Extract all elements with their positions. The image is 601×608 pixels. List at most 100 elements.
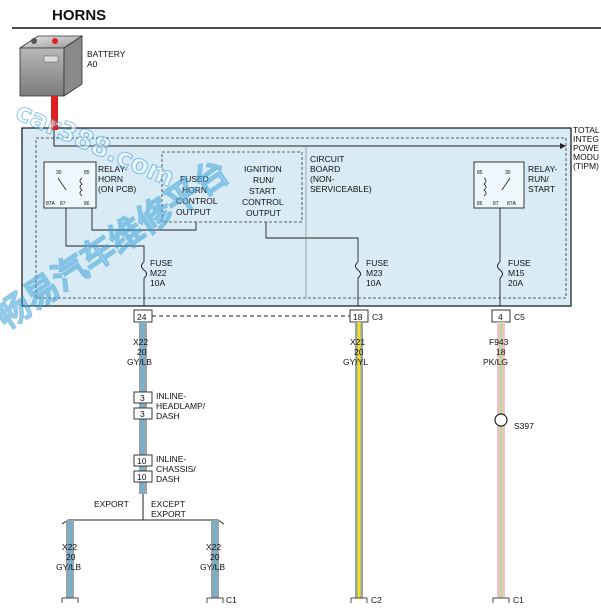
svg-text:FUSE: FUSE [150,258,173,268]
svg-text:CHASSIS/: CHASSIS/ [156,464,196,474]
inline-headlamp-dash-label: INLINE- HEADLAMP/ DASH [156,391,206,421]
svg-text:20: 20 [354,347,364,357]
fuse-m15-icon [497,261,503,279]
bottom-connector-c1b-label: C1 [513,595,524,603]
svg-text:BOARD: BOARD [310,164,340,174]
svg-text:CONTROL: CONTROL [176,196,218,206]
svg-text:10: 10 [137,456,147,466]
fused-horn-output-label: FUSED HORN CONTROL OUTPUT [176,174,218,217]
svg-text:PK/LG: PK/LG [483,357,508,367]
tipm-label: TOTAL INTEG POWE MODU (TIPM) [573,125,600,171]
wire-x22-label: X22 20 GY/LB [127,337,152,367]
svg-text:GY/LB: GY/LB [127,357,152,367]
relay-horn: 30 85 87A 87 86 [43,161,97,209]
svg-text:POWE: POWE [573,143,599,153]
fuse-m22-label: FUSE M22 10A [150,258,173,288]
connector-c5-label: C5 [514,312,525,322]
inline-chassis-dash-label: INLINE- CHASSIS/ DASH [156,454,196,484]
svg-text:X22: X22 [206,542,221,552]
battery-label: BATTERY [87,49,126,59]
svg-text:X22: X22 [62,542,77,552]
svg-text:INLINE-: INLINE- [156,454,186,464]
svg-text:20: 20 [66,552,76,562]
bottom-connector-mid-left [206,597,224,607]
svg-text:OUTPUT: OUTPUT [246,208,281,218]
svg-text:3: 3 [140,409,145,419]
svg-text:85: 85 [84,170,90,176]
svg-text:RELAY-: RELAY- [528,164,557,174]
svg-text:86: 86 [477,201,483,207]
svg-text:START: START [249,186,276,196]
svg-text:20A: 20A [508,278,523,288]
bottom-connector-right [492,597,510,607]
svg-text:10A: 10A [366,278,381,288]
svg-text:RUN/: RUN/ [253,175,274,185]
diagram-title: HORNS [52,7,106,24]
svg-text:M23: M23 [366,268,383,278]
relay-run-start: 85 30 86 87 87A [473,161,525,209]
splice-s397-label: S397 [514,421,534,431]
svg-text:CIRCUIT: CIRCUIT [310,154,344,164]
svg-text:20: 20 [210,552,220,562]
ignition-output-label: IGNITION RUN/ START CONTROL OUTPUT [242,164,284,218]
svg-text:86: 86 [84,201,90,207]
inline-headlamp-dash-connector: 3 3 [133,391,153,420]
bottom-connector-c1-label: C1 [226,595,237,603]
svg-text:DASH: DASH [156,474,180,484]
relay-horn-label: RELAY- HORN (ON PCB) [98,164,136,194]
wire-x21-label: X21 20 GY/YL [343,337,368,367]
svg-text:20: 20 [137,347,147,357]
horn-output-link [91,208,197,231]
fuse-m15-label: FUSE M15 20A [508,258,531,288]
fuse-m22-icon [141,261,147,279]
relay-run-start-label: RELAY- RUN/ START [528,164,557,194]
svg-text:(NON-: (NON- [310,174,335,184]
svg-text:30: 30 [56,170,62,176]
svg-text:87: 87 [493,201,499,207]
svg-text:87A: 87A [46,201,56,207]
pin-4-label: 4 [498,312,503,322]
svg-text:87A: 87A [507,201,517,207]
svg-text:DASH: DASH [156,411,180,421]
pin-24-label: 24 [137,312,147,322]
svg-text:GY/LB: GY/LB [56,562,81,572]
svg-text:GY/YL: GY/YL [343,357,368,367]
svg-text:INLINE-: INLINE- [156,391,186,401]
svg-text:EXPORT: EXPORT [151,509,186,519]
svg-text:START: START [528,184,555,194]
svg-text:FUSE: FUSE [366,258,389,268]
internal-outputs-box [161,151,303,223]
svg-text:MODU: MODU [573,152,599,162]
bottom-connector-left [61,597,79,607]
svg-text:TOTAL: TOTAL [573,125,600,135]
svg-text:(ON PCB): (ON PCB) [98,184,136,194]
svg-text:HORN: HORN [98,174,123,184]
branch-except-export-label: EXCEPT EXPORT [151,499,186,519]
svg-text:FUSE: FUSE [508,258,531,268]
svg-text:EXCEPT: EXCEPT [151,499,185,509]
svg-text:HORN: HORN [182,185,207,195]
svg-text:X22: X22 [133,337,148,347]
svg-text:F943: F943 [489,337,509,347]
connector-c3-label: C3 [372,312,383,322]
wire-x22-except-export-branch [211,520,219,603]
svg-text:SERVICEABLE): SERVICEABLE) [310,184,372,194]
wire-x22-export-branch [66,520,74,603]
svg-text:10: 10 [137,472,147,482]
inline-chassis-dash-connector: 10 10 [133,454,153,483]
fuse-m23-icon [355,261,361,279]
svg-text:30: 30 [505,170,511,176]
svg-text:87: 87 [60,201,66,207]
horn-relay-to-fuse [65,208,145,262]
svg-text:INTEG: INTEG [573,134,599,144]
wire-f943-label: F943 18 PK/LG [483,337,509,367]
svg-text:M15: M15 [508,268,525,278]
svg-text:IGNITION: IGNITION [244,164,282,174]
svg-text:3: 3 [140,393,145,403]
lower-wire-right-label: X22 20 GY/LB [200,542,225,572]
svg-text:18: 18 [496,347,506,357]
svg-text:HEADLAMP/: HEADLAMP/ [156,401,206,411]
pin-18-label: 18 [353,312,363,322]
svg-text:(TIPM): (TIPM) [573,161,599,171]
tipm-module-box [21,127,572,307]
